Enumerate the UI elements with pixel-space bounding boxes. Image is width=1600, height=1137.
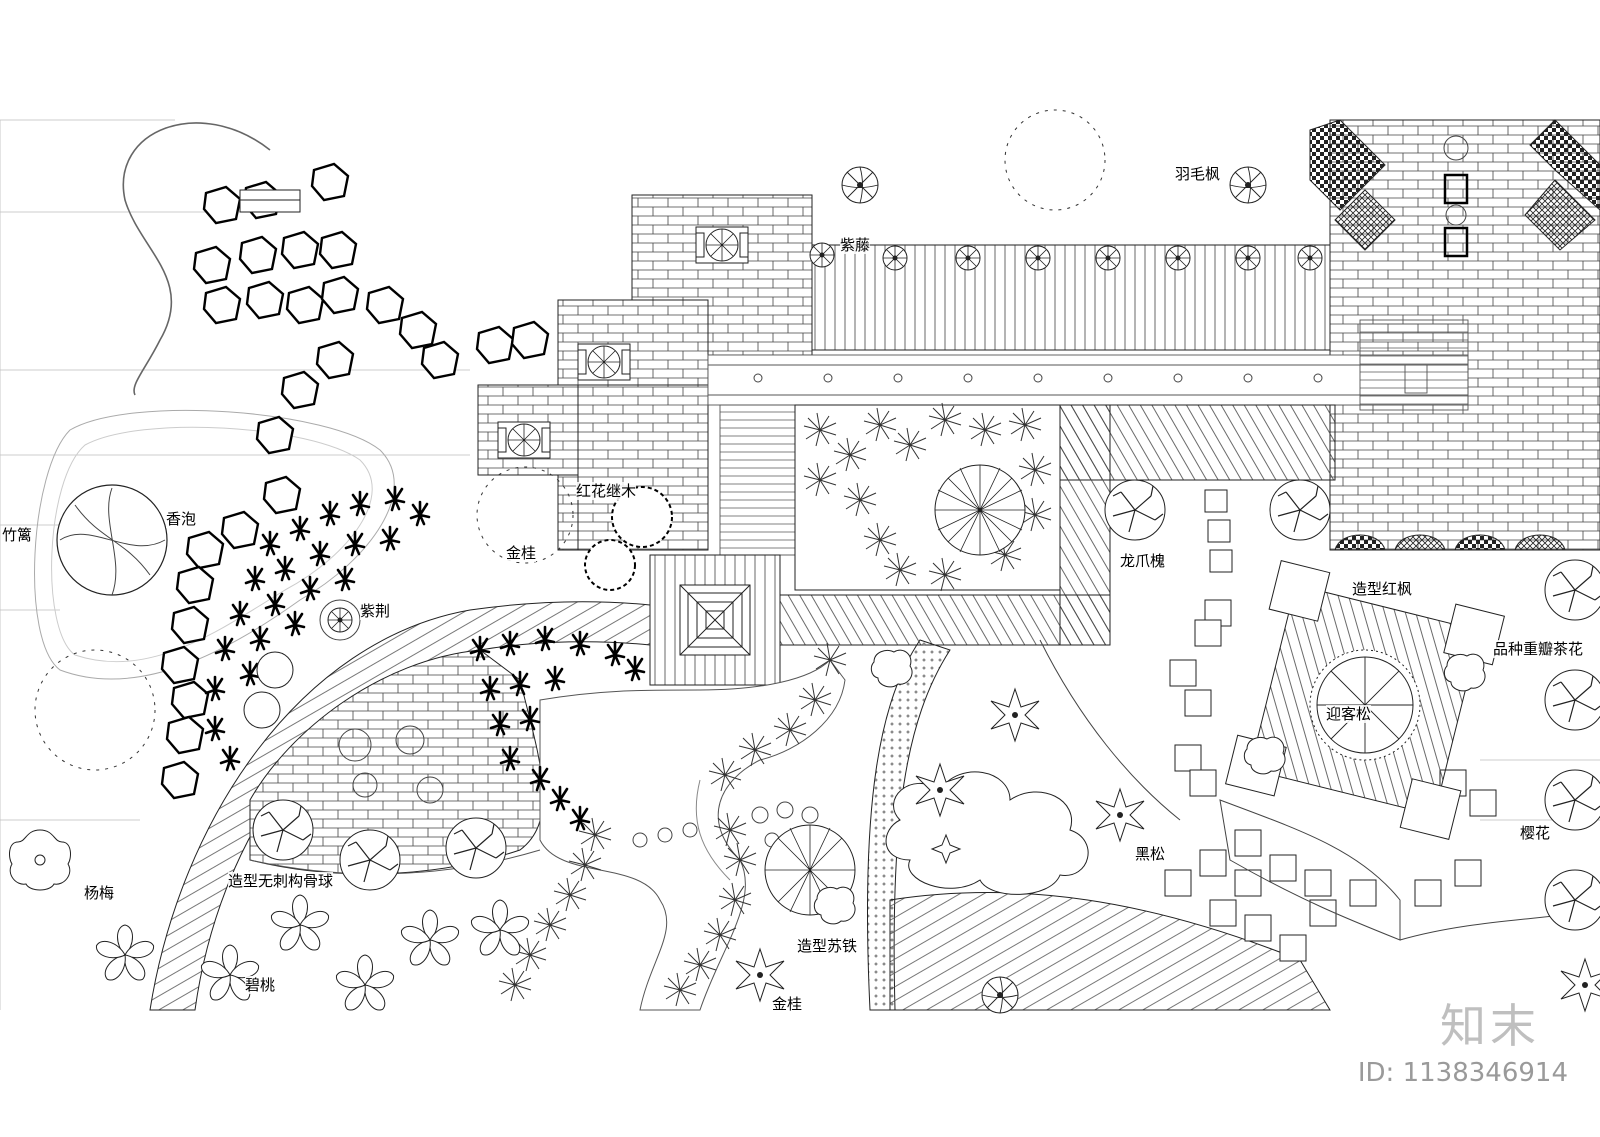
radial-palm-center: [934, 464, 1026, 556]
label-chahua: 品种重瓣茶花: [1493, 640, 1584, 658]
label-yangmei: 杨梅: [84, 884, 115, 902]
lawn-outline: [34, 409, 395, 680]
corridor: [707, 319, 1469, 556]
trees-chahua: [1544, 559, 1600, 931]
label-zaoxinghongfeng: 造型红枫: [1352, 580, 1413, 598]
label-zijing: 紫荆: [360, 602, 391, 620]
label-zitengplant: 紫藤: [840, 236, 871, 254]
tree-honghua: [584, 486, 673, 591]
label-longzhuahuai: 龙爪槐: [1120, 552, 1166, 570]
corridor-posts: [753, 373, 1323, 383]
label-jingui-2: 金桂: [772, 995, 803, 1013]
label-honghua: 红花继木: [576, 482, 637, 500]
label-gouguqiu: 造型无刺构骨球: [228, 872, 334, 890]
label-yumaofeng: 羽毛枫: [1175, 165, 1221, 183]
label-jingui-1: 金桂: [506, 544, 537, 562]
pavilion: [649, 554, 781, 686]
label-xiangpao: 香泡: [166, 510, 197, 528]
tree-zijing: [327, 607, 353, 633]
cloud-lawn: [885, 771, 1089, 895]
tree-jingui-2: [735, 948, 785, 1002]
bottom-deck: [889, 892, 1331, 1011]
label-sutie: 造型苏铁: [797, 937, 858, 955]
leaf-cluster: [34, 109, 1106, 771]
label-heisong: 黑松: [1135, 845, 1166, 863]
scallop-edge: [1334, 534, 1566, 551]
tree-yangmei: [9, 829, 71, 891]
label-yinghua: 樱花: [1520, 824, 1551, 842]
label-yingkesong: 迎客松: [1326, 705, 1372, 723]
pine-patio: [1224, 559, 1506, 841]
checker-diamonds: [1309, 119, 1600, 251]
label-bitao: 碧桃: [245, 976, 276, 994]
stepping-stones: [1164, 489, 1497, 962]
image-id: ID: 1138346914: [1357, 1058, 1568, 1088]
label-zhuli: 竹篱: [2, 526, 33, 544]
curved-path: [122, 122, 271, 396]
tree-yumaofeng: [1229, 166, 1267, 204]
brand-logo: 知末: [1440, 999, 1540, 1053]
guide-lines: [0, 119, 1600, 1010]
tree-xiangpao: [56, 484, 168, 596]
tree-sutie: [764, 824, 856, 925]
wood-decks: [779, 404, 1336, 646]
